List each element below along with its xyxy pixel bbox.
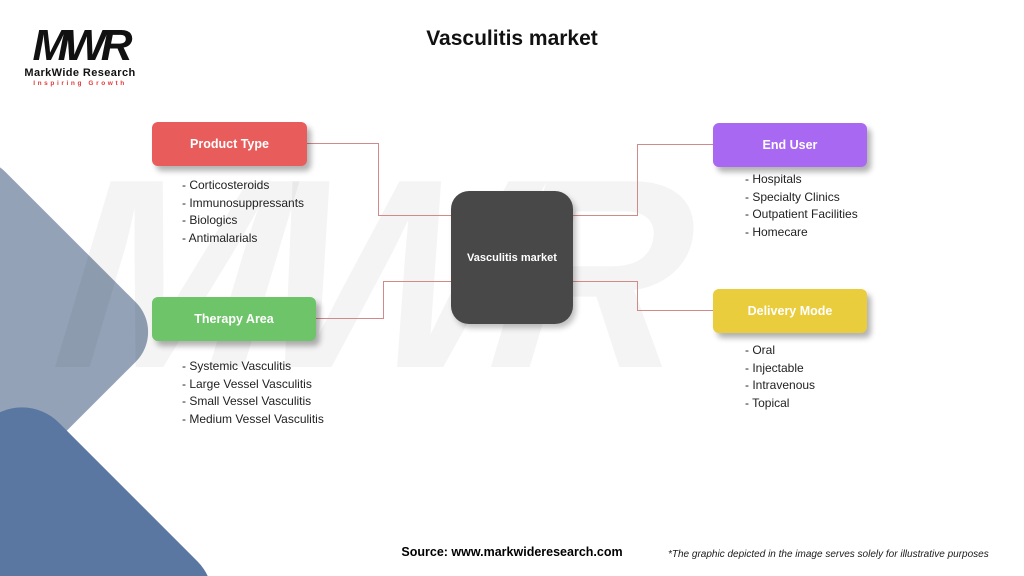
therapy-area-list: - Systemic Vasculitis - Large Vessel Vas… bbox=[182, 358, 324, 428]
brand-logo: MWR MarkWide Research Inspiring Growth bbox=[20, 21, 140, 88]
list-item: - Medium Vessel Vasculitis bbox=[182, 411, 324, 426]
node-delivery-mode-label: Delivery Mode bbox=[747, 304, 833, 318]
list-item: - Intravenous bbox=[745, 378, 816, 392]
connector-line bbox=[637, 310, 713, 311]
list-item: - Hospitals bbox=[745, 172, 802, 186]
list-item: - Topical bbox=[745, 395, 790, 410]
list-item: - Biologics bbox=[182, 213, 238, 227]
logo-tagline: Inspiring Growth bbox=[33, 80, 127, 87]
central-node-label: Vasculitis market bbox=[467, 251, 557, 264]
node-therapy-area: Therapy Area bbox=[152, 297, 316, 341]
list-item: - Immunosuppressants bbox=[182, 195, 305, 210]
node-end-user: End User bbox=[713, 123, 867, 167]
connector-line bbox=[383, 281, 451, 282]
connector-line bbox=[573, 215, 637, 216]
list-item: - Oral bbox=[745, 343, 775, 357]
node-therapy-area-label: Therapy Area bbox=[194, 312, 274, 326]
watermark: MWR bbox=[44, 120, 685, 430]
connector-line bbox=[637, 144, 638, 216]
logo-mark: MWR bbox=[32, 21, 133, 70]
connector-line bbox=[637, 281, 638, 311]
connector-line bbox=[573, 281, 637, 282]
source-line: Source: www.markwideresearch.com bbox=[401, 545, 623, 559]
product-type-list: - Corticosteroids - Immunosuppressants -… bbox=[182, 177, 304, 247]
logo-name: MarkWide Research bbox=[24, 67, 136, 79]
connector-line bbox=[378, 143, 379, 216]
connector-line bbox=[378, 215, 451, 216]
end-user-list: - Hospitals - Specialty Clinics - Outpat… bbox=[745, 171, 858, 241]
connector-line bbox=[383, 281, 384, 319]
page-title: Vasculitis market bbox=[426, 27, 598, 50]
list-item: - Systemic Vasculitis bbox=[182, 359, 292, 373]
list-item: - Small Vessel Vasculitis bbox=[182, 394, 312, 408]
list-item: - Large Vessel Vasculitis bbox=[182, 376, 312, 391]
node-delivery-mode: Delivery Mode bbox=[713, 289, 867, 333]
node-end-user-label: End User bbox=[762, 138, 818, 152]
list-item: - Homecare bbox=[745, 224, 808, 239]
delivery-mode-list: - Oral - Injectable - Intravenous - Topi… bbox=[745, 342, 815, 412]
disclaimer-text: *The graphic depicted in the image serve… bbox=[668, 549, 989, 560]
list-item: - Corticosteroids bbox=[182, 178, 270, 192]
list-item: - Injectable bbox=[745, 360, 804, 375]
connector-line bbox=[307, 143, 378, 144]
list-item: - Specialty Clinics bbox=[745, 189, 840, 204]
node-product-type-label: Product Type bbox=[190, 137, 269, 151]
connector-line bbox=[637, 144, 713, 145]
central-node: Vasculitis market bbox=[451, 191, 573, 324]
node-product-type: Product Type bbox=[152, 122, 307, 166]
list-item: - Antimalarials bbox=[182, 230, 258, 245]
list-item: - Outpatient Facilities bbox=[745, 207, 858, 221]
connector-line bbox=[316, 318, 383, 319]
